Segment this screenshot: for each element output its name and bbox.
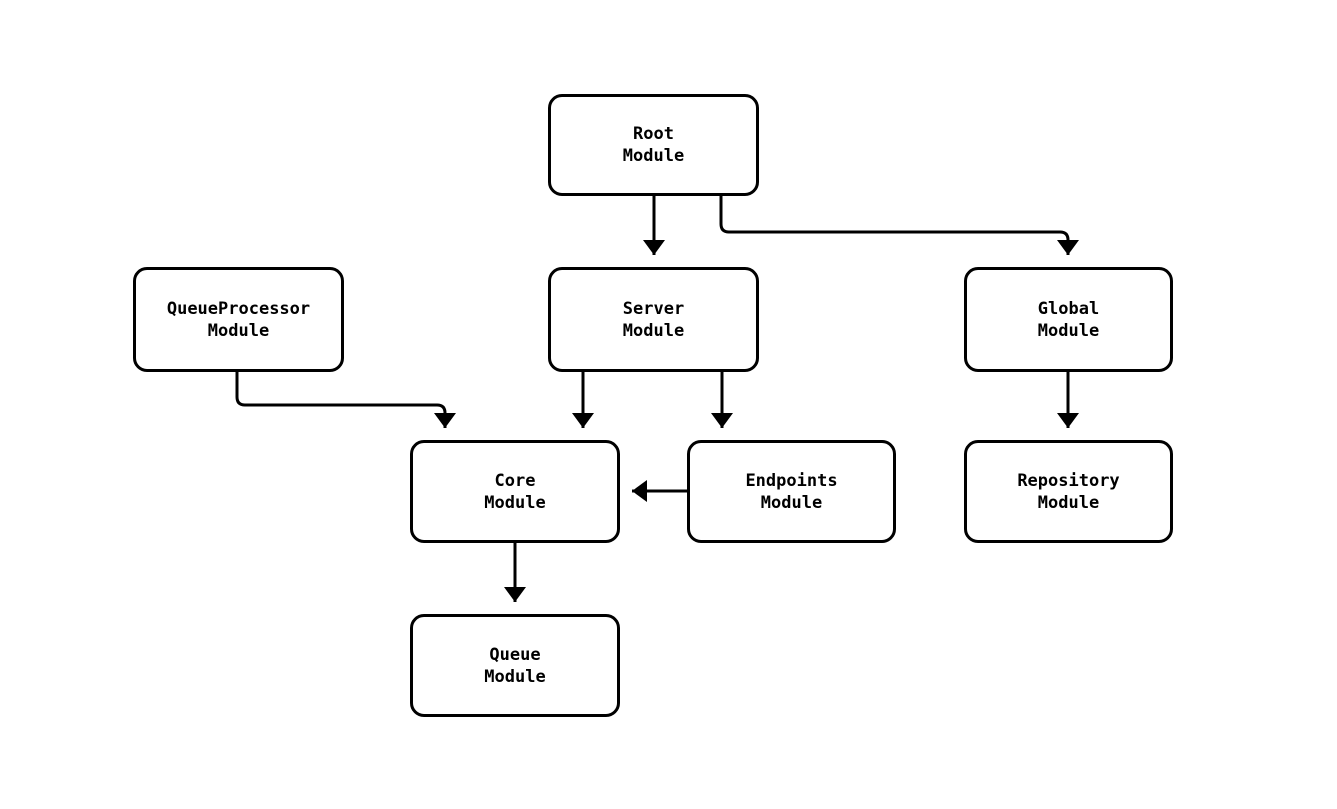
- edge-server-to-endpoints: [711, 372, 733, 428]
- edge-queueprocessor-to-core: [235, 372, 456, 428]
- edge-global-to-repository: [1057, 372, 1079, 428]
- node-label-primary: Repository: [1017, 470, 1120, 491]
- node-label-secondary: Module: [1037, 320, 1100, 341]
- node-label-primary: Root: [633, 124, 674, 144]
- node-label-primary: Queue: [489, 644, 541, 665]
- node-label-primary: QueueProcessor: [166, 298, 311, 319]
- node-label-primary: Server: [622, 298, 685, 319]
- edge-server-to-core: [572, 372, 594, 428]
- node-label-primary: Global: [1037, 298, 1100, 319]
- node-label-secondary: Module: [484, 492, 546, 513]
- node-label-primary: Core: [494, 470, 536, 491]
- edge-root-to-server: [643, 196, 665, 255]
- node-label-primary: Endpoints: [745, 470, 838, 491]
- node-label-secondary: Module: [622, 320, 685, 341]
- node-label-secondary: Module: [1037, 492, 1100, 513]
- node-label-secondary: Module: [484, 666, 546, 687]
- edge-endpoints-to-core: [632, 480, 687, 502]
- edge-core-to-queue: [504, 543, 526, 602]
- node-label-secondary: Module: [622, 146, 685, 166]
- node-label-secondary: Module: [207, 320, 270, 341]
- edge-root-to-global: [719, 196, 1079, 255]
- node-label-secondary: Module: [760, 492, 823, 513]
